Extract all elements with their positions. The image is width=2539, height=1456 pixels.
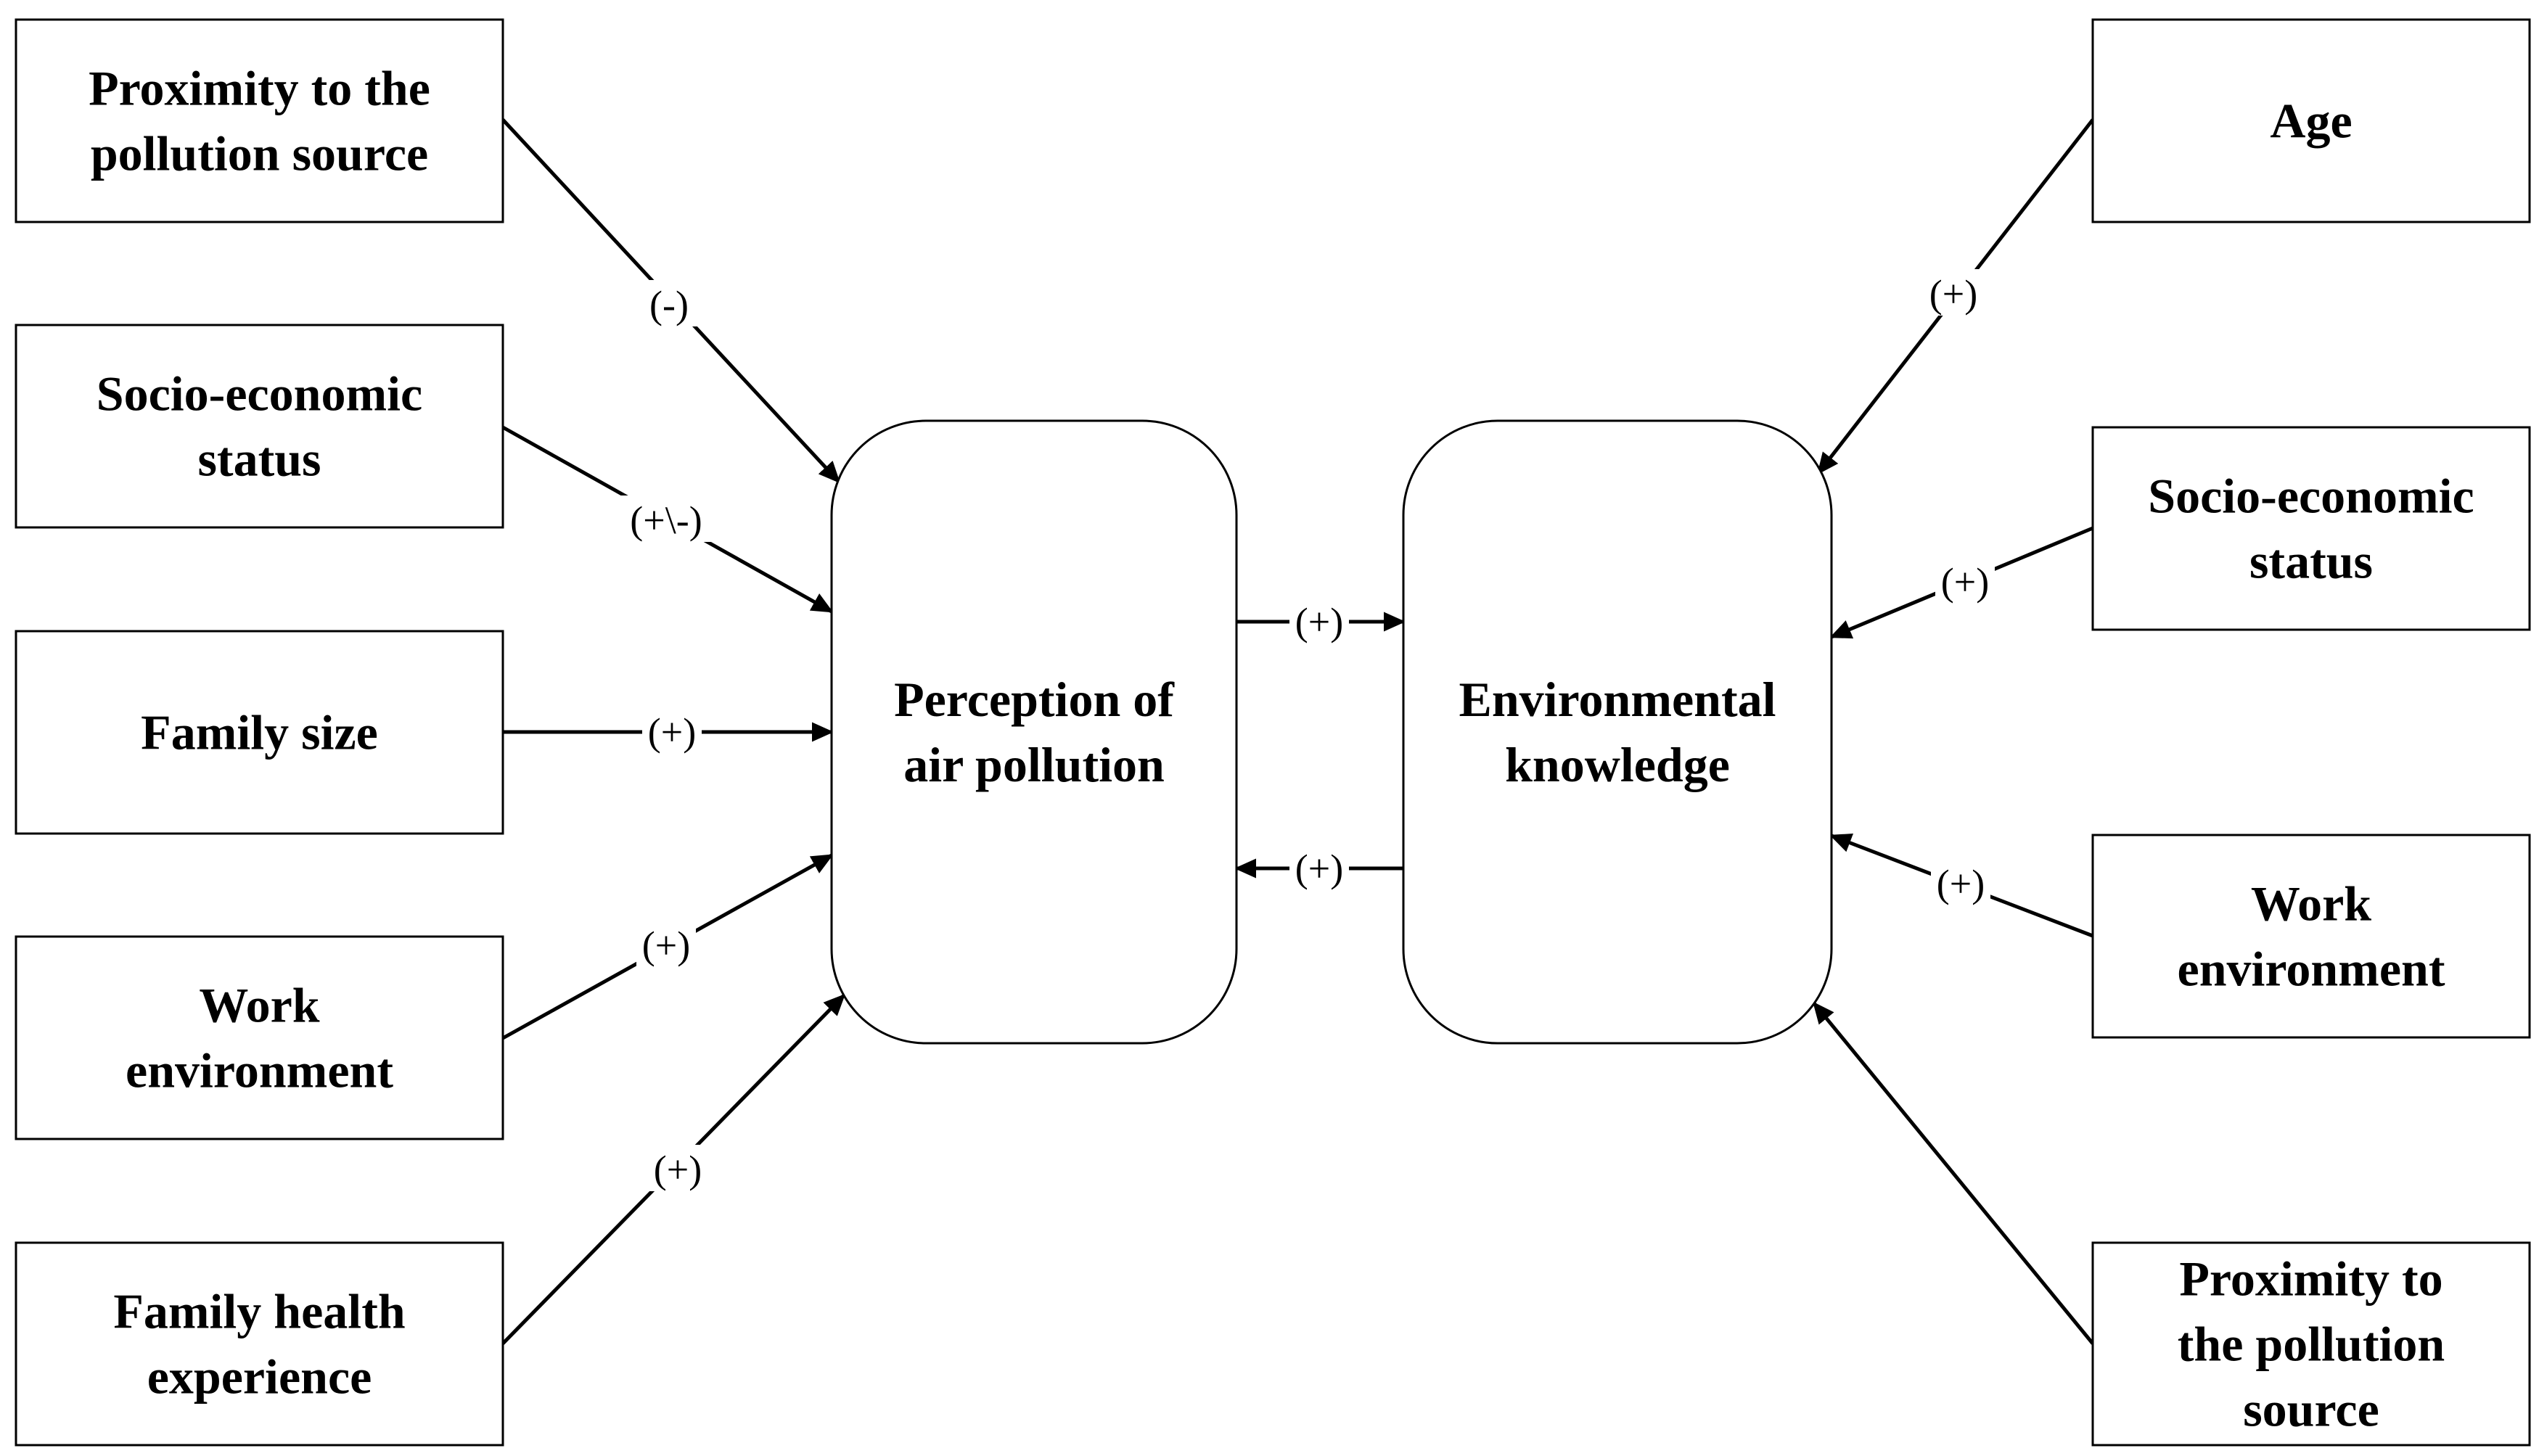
edge-label-r2: (+) bbox=[1941, 560, 1989, 604]
right-factor-box-r3-border bbox=[2091, 834, 2531, 1039]
edge-label-l3-group: (+) bbox=[642, 707, 702, 754]
edge-label-l4-group: (+) bbox=[636, 921, 696, 967]
edge-label-l1-group: (-) bbox=[639, 280, 699, 326]
left-factor-box-l1-text-line: pollution source bbox=[91, 126, 428, 181]
edges-layer bbox=[501, 118, 2094, 1345]
left-factor-box-l1-text-line: Proximity to the bbox=[89, 61, 430, 116]
right-factor-box-r4-border bbox=[2091, 1241, 2531, 1447]
edge-label-r1-background bbox=[1924, 269, 1983, 316]
edge-r4-to-knowledge bbox=[1813, 1001, 2094, 1345]
knowledge-node: Environmental knowledge bbox=[1402, 419, 1833, 1045]
left-factor-box-l4: Work environment bbox=[15, 935, 504, 1140]
link-label-knowledge-to-perception-background bbox=[1289, 844, 1349, 890]
edge-label-r3-background bbox=[1931, 859, 1990, 905]
edge-label-r1: (+) bbox=[1929, 272, 1977, 316]
right-factor-box-r3: Work environment bbox=[2091, 834, 2531, 1039]
right-factor-box-r4-text-line: Proximity to bbox=[2179, 1251, 2442, 1307]
left-factor-box-l3-text-line: Family size bbox=[141, 705, 378, 760]
left-factor-box-l2-text-line: Socio-economic bbox=[97, 366, 422, 421]
knowledge-node-border bbox=[1402, 419, 1833, 1045]
edge-label-l2: (+\-) bbox=[630, 498, 702, 542]
left-factor-box-l3: Family size bbox=[15, 630, 504, 835]
edge-label-l2-background bbox=[620, 495, 712, 542]
edge-label-l4-background bbox=[636, 921, 696, 967]
right-factor-box-r2-text-line: Socio-economic bbox=[2148, 469, 2474, 524]
right-factor-box-r2-text-line: status bbox=[2249, 534, 2373, 589]
edge-label-l5-background bbox=[648, 1145, 707, 1191]
link-label-perception-to-knowledge-background bbox=[1289, 597, 1349, 643]
left-factor-box-l5: Family health experience bbox=[15, 1241, 504, 1447]
right-factor-box-r2-border bbox=[2091, 426, 2531, 631]
edge-label-r1-group: (+) bbox=[1924, 269, 1983, 316]
edge-label-l1-background bbox=[639, 280, 699, 326]
edge-label-r3-group: (+) bbox=[1931, 859, 1990, 905]
left-factor-box-l5-text-line: Family health bbox=[113, 1284, 405, 1339]
left-factor-box-l4-border bbox=[15, 935, 504, 1140]
boxes-layer: Proximity to the pollution sourceSocio-ec… bbox=[15, 18, 2531, 1447]
link-label-knowledge-to-perception: (+) bbox=[1295, 847, 1343, 890]
right-factor-box-r1-border bbox=[2091, 18, 2531, 223]
knowledge-node-text-line: Environmental bbox=[1459, 672, 1776, 727]
perception-node-text-line: air pollution bbox=[903, 737, 1165, 792]
edge-label-r2-group: (+) bbox=[1935, 557, 1995, 604]
left-factor-box-l4-text-line: Work bbox=[199, 978, 319, 1033]
right-factor-box-r4-text-line: the pollution bbox=[2178, 1317, 2445, 1372]
edge-label-l4: (+) bbox=[642, 924, 690, 967]
edge-label-l3: (+) bbox=[648, 710, 696, 754]
edge-labels-layer: (-) (+\-) (+) (+) (+) (+) (+) (+) (+) (+) bbox=[620, 269, 1995, 1191]
perception-node-border bbox=[830, 419, 1238, 1045]
right-factor-box-r1: Age bbox=[2091, 18, 2531, 223]
left-factor-box-l2-text-line: status bbox=[197, 432, 321, 487]
link-label-knowledge-to-perception-group: (+) bbox=[1289, 844, 1349, 890]
edge-label-l2-group: (+\-) bbox=[620, 495, 712, 542]
edge-label-l5: (+) bbox=[654, 1148, 702, 1191]
left-factor-box-l1-border bbox=[15, 18, 504, 223]
edge-label-r3: (+) bbox=[1937, 862, 1985, 905]
perception-node-text-line: Perception of bbox=[894, 672, 1175, 727]
right-factor-box-r2: Socio-economic status bbox=[2091, 426, 2531, 631]
right-factor-box-r3-text-line: environment bbox=[2178, 942, 2445, 997]
edge-label-l3-background bbox=[642, 707, 702, 754]
link-label-perception-to-knowledge: (+) bbox=[1295, 600, 1343, 643]
right-factor-box-r3-text-line: Work bbox=[2251, 876, 2371, 931]
left-factor-box-l3-border bbox=[15, 630, 504, 835]
left-factor-box-l5-text-line: experience bbox=[147, 1349, 372, 1404]
perception-node: Perception of air pollution bbox=[830, 419, 1238, 1045]
left-factor-box-l5-border bbox=[15, 1241, 504, 1447]
right-factor-box-r1-text-line: Age bbox=[2270, 94, 2352, 149]
left-factor-box-l4-text-line: environment bbox=[126, 1043, 393, 1098]
edge-label-l1: (-) bbox=[649, 283, 689, 326]
right-factor-box-r4-text-line: source bbox=[2243, 1382, 2379, 1437]
left-factor-box-l2-border bbox=[15, 324, 504, 529]
edge-label-r2-background bbox=[1935, 557, 1995, 604]
right-factor-box-r4: Proximity to the pollution source bbox=[2091, 1241, 2531, 1447]
edge-label-l5-group: (+) bbox=[648, 1145, 707, 1191]
left-factor-box-l2: Socio-economic status bbox=[15, 324, 504, 529]
left-factor-box-l1: Proximity to the pollution source bbox=[15, 18, 504, 223]
knowledge-node-text-line: knowledge bbox=[1505, 737, 1730, 792]
link-label-perception-to-knowledge-group: (+) bbox=[1289, 597, 1349, 643]
